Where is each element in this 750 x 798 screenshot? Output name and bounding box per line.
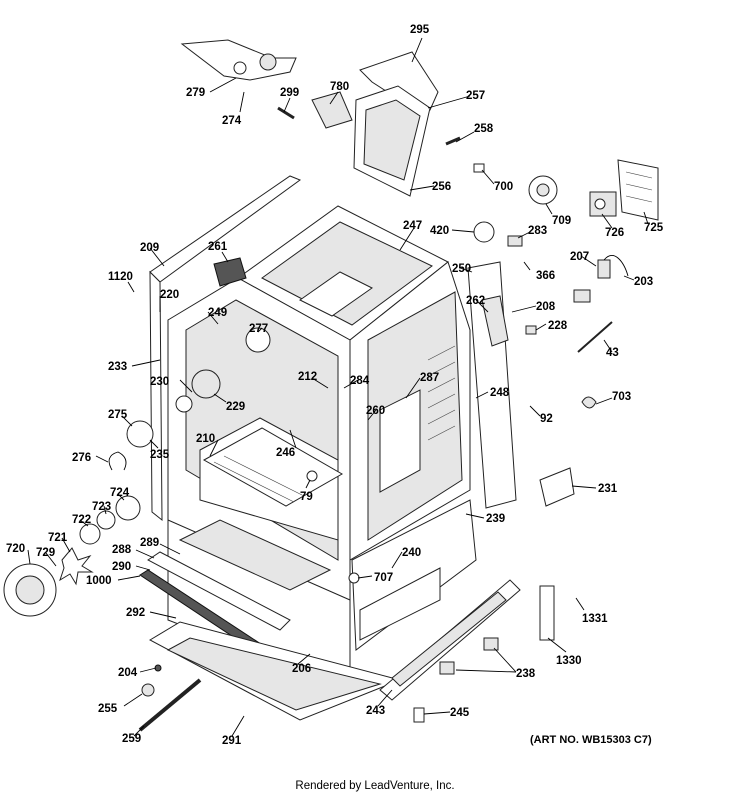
callout-283: 283 xyxy=(528,225,547,237)
callout-275: 275 xyxy=(108,409,128,421)
callout-722: 722 xyxy=(72,514,91,526)
callout-220: 220 xyxy=(160,289,179,301)
callout-261: 261 xyxy=(208,241,228,253)
callout-208: 208 xyxy=(536,301,556,313)
callout-79: 79 xyxy=(300,491,313,503)
callout-210: 210 xyxy=(196,433,215,445)
callout-231: 231 xyxy=(598,483,618,495)
callout-720: 720 xyxy=(6,543,25,555)
callout-207: 207 xyxy=(570,251,589,263)
callout-257: 257 xyxy=(466,90,485,102)
callout-260: 260 xyxy=(366,405,385,417)
callout-725: 725 xyxy=(644,222,664,234)
callout-1331: 1331 xyxy=(582,613,608,625)
callout-238: 238 xyxy=(516,668,536,680)
callout-276: 276 xyxy=(72,452,91,464)
callout-246: 246 xyxy=(276,447,295,459)
callout-290: 290 xyxy=(112,561,131,573)
callout-726: 726 xyxy=(605,227,624,239)
callout-245: 245 xyxy=(450,707,470,719)
callout-228: 228 xyxy=(548,320,568,332)
callout-700: 700 xyxy=(494,181,513,193)
callout-212: 212 xyxy=(298,371,317,383)
leader-lines xyxy=(27,37,649,737)
callout-729: 729 xyxy=(36,547,55,559)
callout-721: 721 xyxy=(48,532,68,544)
callout-709: 709 xyxy=(552,215,571,227)
callout-258: 258 xyxy=(474,123,494,135)
callout-299: 299 xyxy=(280,87,299,99)
callout-284: 284 xyxy=(350,375,370,387)
callout-1120: 1120 xyxy=(108,271,133,283)
footer-credit: Rendered by LeadVenture, Inc. xyxy=(295,780,455,792)
callout-366: 366 xyxy=(536,270,555,282)
callout-209: 209 xyxy=(140,242,159,254)
callout-262: 262 xyxy=(466,295,485,307)
callout-279: 279 xyxy=(186,87,205,99)
callout-92: 92 xyxy=(540,413,553,425)
callout-239: 239 xyxy=(486,513,505,525)
callout-723: 723 xyxy=(92,501,111,513)
callout-259: 259 xyxy=(122,733,141,745)
callout-420: 420 xyxy=(430,225,449,237)
callout-235: 235 xyxy=(150,449,170,461)
callout-250: 250 xyxy=(452,263,471,275)
callout-233: 233 xyxy=(108,361,127,373)
callout-204: 204 xyxy=(118,667,138,679)
callout-248: 248 xyxy=(490,387,510,399)
callout-780: 780 xyxy=(330,81,349,93)
callout-703: 703 xyxy=(612,391,631,403)
callout-291: 291 xyxy=(222,735,242,747)
callout-249: 249 xyxy=(208,307,227,319)
callout-203: 203 xyxy=(634,276,653,288)
callout-295: 295 xyxy=(410,24,430,36)
callout-labels: 295 279 299 780 257 274 258 700 256 709 … xyxy=(6,24,664,747)
callout-707: 707 xyxy=(374,572,393,584)
callout-206: 206 xyxy=(292,663,311,675)
callout-255: 255 xyxy=(98,703,118,715)
callout-1000: 1000 xyxy=(86,575,112,587)
callout-247: 247 xyxy=(403,220,422,232)
callout-1330: 1330 xyxy=(556,655,582,667)
callout-287: 287 xyxy=(420,372,439,384)
callout-274: 274 xyxy=(222,115,242,127)
callout-724: 724 xyxy=(110,487,130,499)
callout-277: 277 xyxy=(249,323,268,335)
oven-cabinet xyxy=(138,175,521,732)
callout-289: 289 xyxy=(140,537,159,549)
callout-243: 243 xyxy=(366,705,385,717)
callout-230: 230 xyxy=(150,376,169,388)
upper-components xyxy=(3,39,659,723)
callout-229: 229 xyxy=(226,401,245,413)
callout-292: 292 xyxy=(126,607,145,619)
callout-43: 43 xyxy=(606,347,619,359)
art-number: (ART NO. WB15303 C7) xyxy=(530,734,652,746)
callout-256: 256 xyxy=(432,181,451,193)
callout-288: 288 xyxy=(112,544,132,556)
callout-240: 240 xyxy=(402,547,421,559)
